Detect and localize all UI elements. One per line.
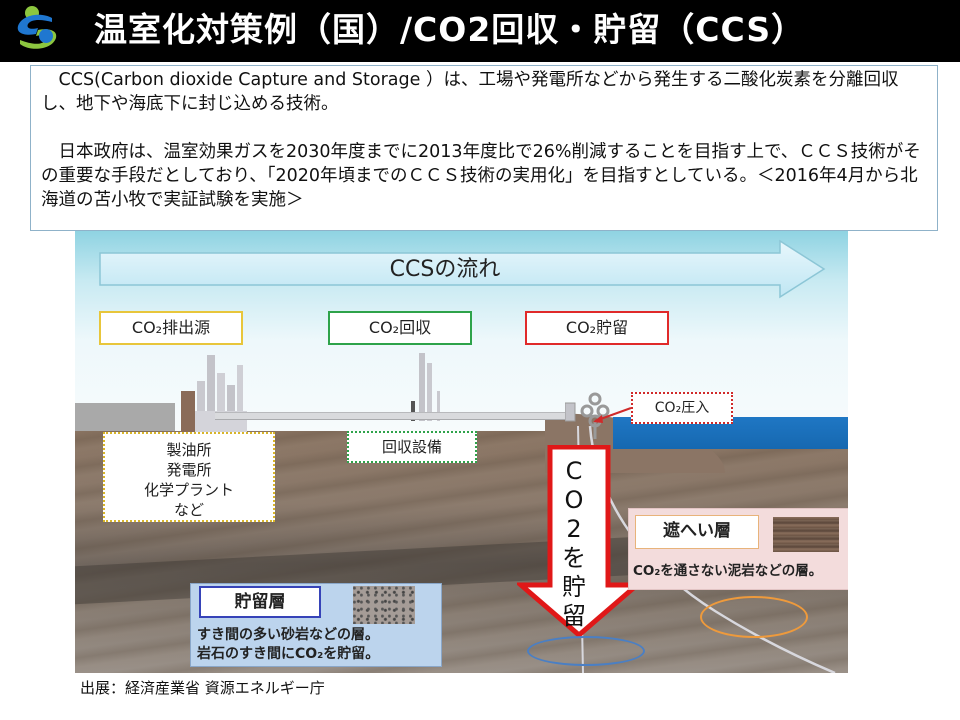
flow-arrow-icon — [99, 239, 826, 299]
facility-refinery: 製油所 — [166, 441, 212, 459]
stage-storage: CO₂貯留 — [525, 311, 669, 345]
sandstone-sample-image — [353, 586, 415, 624]
reservoir-description: すき間の多い砂岩などの層。 岩石のすき間にCO₂を貯留。 — [197, 627, 380, 662]
description-box: CCS(Carbon dioxide Capture and Storage ）… — [30, 65, 938, 231]
source-citation: 出展：経済産業省 資源エネルギー庁 — [80, 679, 325, 697]
capture-facility-label: 回収設備 — [347, 431, 477, 463]
description-paragraph-government-goal: 日本政府は、温室効果ガスを2030年度までに2013年度比で26%削減することを… — [41, 142, 921, 210]
caprock-callout: 遮へい層 CO₂を通さない泥岩などの層。 — [628, 508, 848, 590]
capture-plant-icon — [411, 353, 440, 421]
buildings — [75, 403, 175, 431]
description-paragraph-ccs-definition: CCS(Carbon dioxide Capture and Storage ）… — [41, 70, 899, 114]
facility-etc: など — [173, 501, 204, 519]
mudstone-sample-image — [773, 517, 839, 552]
page-title: 温室化対策例（国）/CO2回収・貯留（CCS） — [94, 10, 806, 49]
organization-logo-icon — [17, 6, 57, 49]
caprock-description: CO₂を通さない泥岩などの層。 — [633, 563, 823, 579]
caprock-title: 遮へい層 — [635, 515, 759, 549]
stage-emission-source: CO₂排出源 — [99, 311, 243, 345]
emission-source-facilities-label: 製油所 発電所 化学プラント など — [103, 432, 275, 522]
co2-pipeline — [215, 412, 575, 420]
co2-injection-label: CO₂圧入 — [631, 392, 733, 424]
storage-down-arrow-icon — [517, 445, 641, 639]
caprock-highlight-ellipse — [700, 596, 808, 638]
ccs-flow-illustration: CCSの流れ CO₂排出源 CO₂回収 CO₂貯留 CO₂圧入 製油 — [75, 231, 848, 673]
reservoir-callout: 貯留層 すき間の多い砂岩などの層。 岩石のすき間にCO₂を貯留。 — [190, 583, 442, 667]
reservoir-title: 貯留層 — [199, 586, 321, 618]
flow-label: CCSの流れ — [389, 257, 501, 282]
reservoir-highlight-ellipse — [527, 636, 645, 666]
slide-header: 温室化対策例（国）/CO2回収・貯留（CCS） — [0, 0, 960, 62]
facility-chemical-plant: 化学プラント — [143, 481, 234, 499]
stage-capture: CO₂回収 — [328, 311, 472, 345]
storage-arrow-text: C O 2 を 貯 留 — [562, 457, 586, 630]
facility-power-plant: 発電所 — [166, 461, 212, 479]
